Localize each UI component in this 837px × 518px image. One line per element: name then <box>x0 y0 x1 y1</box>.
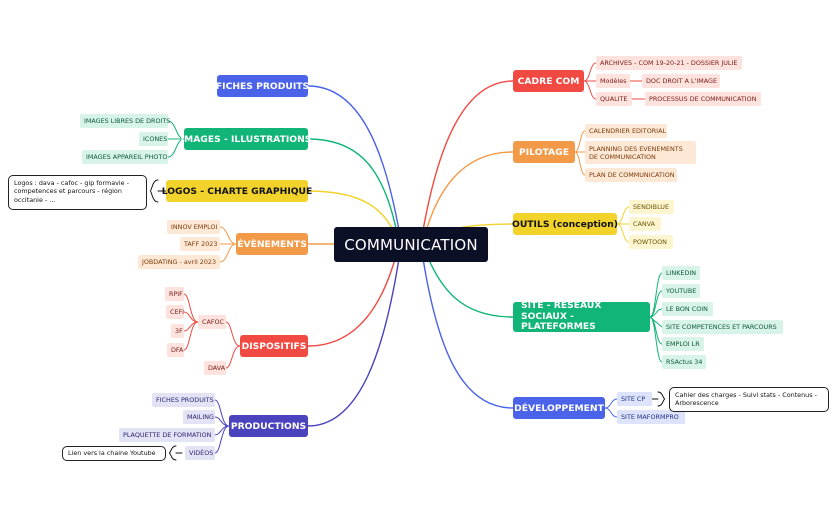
branch-outils[interactable]: OUTILS (conception) <box>512 213 618 235</box>
central-topic[interactable]: COMMUNICATION <box>334 227 488 262</box>
edge-cafoc-leaves <box>183 293 199 351</box>
branch-site-reseaux[interactable]: SITE - RÉSEAUX SOCIAUX - PLATEFORMES <box>513 300 650 332</box>
leaf-qualite[interactable]: QUALITE <box>596 92 632 106</box>
leaf-site-cp[interactable]: SITE CP <box>617 392 652 406</box>
leaf-doc-droit-image[interactable]: DOC DROIT A L'IMAGE <box>642 74 720 88</box>
branch-images-illustrations[interactable]: IMAGES - ILLUSTRATIONS <box>181 128 311 150</box>
leaf-modeles[interactable]: Modèles <box>596 74 630 88</box>
leaf-fiches-produits[interactable]: FICHES PRODUITS <box>152 393 215 407</box>
edge-cadre-leaves <box>583 62 597 100</box>
leaf-innov-emploi[interactable]: INNOV EMPLOI <box>167 220 220 234</box>
edge-evenements-leaves <box>219 226 237 263</box>
edge-images-leaves <box>167 120 185 158</box>
videos-bracket <box>168 445 183 461</box>
leaf-youtube[interactable]: YOUTUBE <box>662 284 700 298</box>
leaf-mailing[interactable]: MAILING <box>183 410 215 424</box>
leaf-site-competences[interactable]: SITE COMPETENCES ET PARCOURS <box>662 320 783 334</box>
note-site-cp: Cahier des charges - Suivi stats - Conte… <box>669 387 829 412</box>
edge-dispositifs <box>307 247 399 347</box>
leaf-archives[interactable]: ARCHIVES - COM 19-20-21 - DOSSIER JULIE <box>596 56 742 70</box>
leaf-images-appareil[interactable]: IMAGES APPAREIL PHOTO <box>82 150 168 164</box>
note-videos: Lien vers la chaine Youtube <box>62 446 166 461</box>
leaf-rsactus[interactable]: RSActus 34 <box>662 355 706 369</box>
edge-developpement <box>421 251 514 409</box>
leaf-cefi[interactable]: CEFI <box>166 305 184 319</box>
edge-pilotage-leaves <box>574 130 586 176</box>
leaf-taff-2023[interactable]: TAFF 2023 <box>180 237 220 251</box>
branch-cadre-com[interactable]: CADRE COM <box>513 70 584 92</box>
branch-dispositifs[interactable]: DISPOSITIFS <box>240 335 308 357</box>
edge-site-leaves <box>649 272 663 363</box>
edge-images <box>307 138 399 239</box>
leaf-processus-communication[interactable]: PROCESSUS DE COMMUNICATION <box>645 92 761 106</box>
leaf-jobdating[interactable]: JOBDATING - avril 2023 <box>138 255 220 269</box>
leaf-canva[interactable]: CANVA <box>629 217 661 231</box>
edge-pilotage <box>423 151 514 239</box>
leaf-emploi-lr[interactable]: EMPLOI LR <box>662 337 704 351</box>
leaf-site-maformpro[interactable]: SITE MAFORMPRO <box>617 410 685 424</box>
edge-dev-leaves <box>604 398 618 418</box>
leaf-images-libres[interactable]: IMAGES LIBRES DE DROITS <box>80 114 170 128</box>
leaf-sendiblue[interactable]: SENDIBLUE <box>629 200 674 214</box>
leaf-cafoc[interactable]: CAFOC <box>198 315 226 329</box>
edge-dispositifs-leaves <box>225 321 241 369</box>
leaf-dfa[interactable]: DFA <box>167 343 184 357</box>
site-cp-bracket <box>651 391 666 407</box>
leaf-rpif[interactable]: RPIF <box>165 287 184 301</box>
leaf-powtoon[interactable]: POWTOON <box>629 235 673 249</box>
leaf-icones[interactable]: ICONES <box>139 132 168 146</box>
leaf-plaquette[interactable]: PLAQUETTE DE FORMATION <box>119 428 215 442</box>
edge-outils-leaves <box>616 206 630 243</box>
branch-productions[interactable]: PRODUCTIONS <box>229 415 308 437</box>
leaf-calendrier-editorial[interactable]: CALENDRIER EDITORIAL <box>585 124 667 138</box>
leaf-linkedin[interactable]: LINKEDIN <box>662 266 700 280</box>
edge-productions <box>307 251 401 427</box>
edge-cadre-com <box>421 80 514 237</box>
leaf-3f[interactable]: 3F <box>171 324 184 338</box>
branch-evenements[interactable]: ÉVÈNEMENTS <box>236 233 308 255</box>
branch-fiches-produits[interactable]: FICHES PRODUITS <box>216 75 309 97</box>
edge-fiches-produits <box>307 85 401 237</box>
leaf-videos[interactable]: VIDÉOS <box>185 446 215 460</box>
leaf-planning-evenements[interactable]: PLANNING DES EVENEMENTS DE COMMUNICATION <box>585 141 696 164</box>
branch-pilotage[interactable]: PILOTAGE <box>513 141 575 163</box>
branch-logos-charte[interactable]: LOGOS - CHARTE GRAPHIQUE <box>162 180 312 202</box>
branch-developpement[interactable]: DÉVELOPPEMENT <box>513 397 605 419</box>
note-logos: Logos : dava - cafoc - gip formavie - co… <box>8 175 147 210</box>
edge-productions-leaves <box>214 399 230 454</box>
leaf-plan-communication[interactable]: PLAN DE COMMUNICATION <box>585 168 677 182</box>
leaf-dava[interactable]: DAVA <box>204 361 226 375</box>
logos-bracket <box>149 179 167 203</box>
leaf-le-bon-coin[interactable]: LE BON COIN <box>662 302 713 316</box>
